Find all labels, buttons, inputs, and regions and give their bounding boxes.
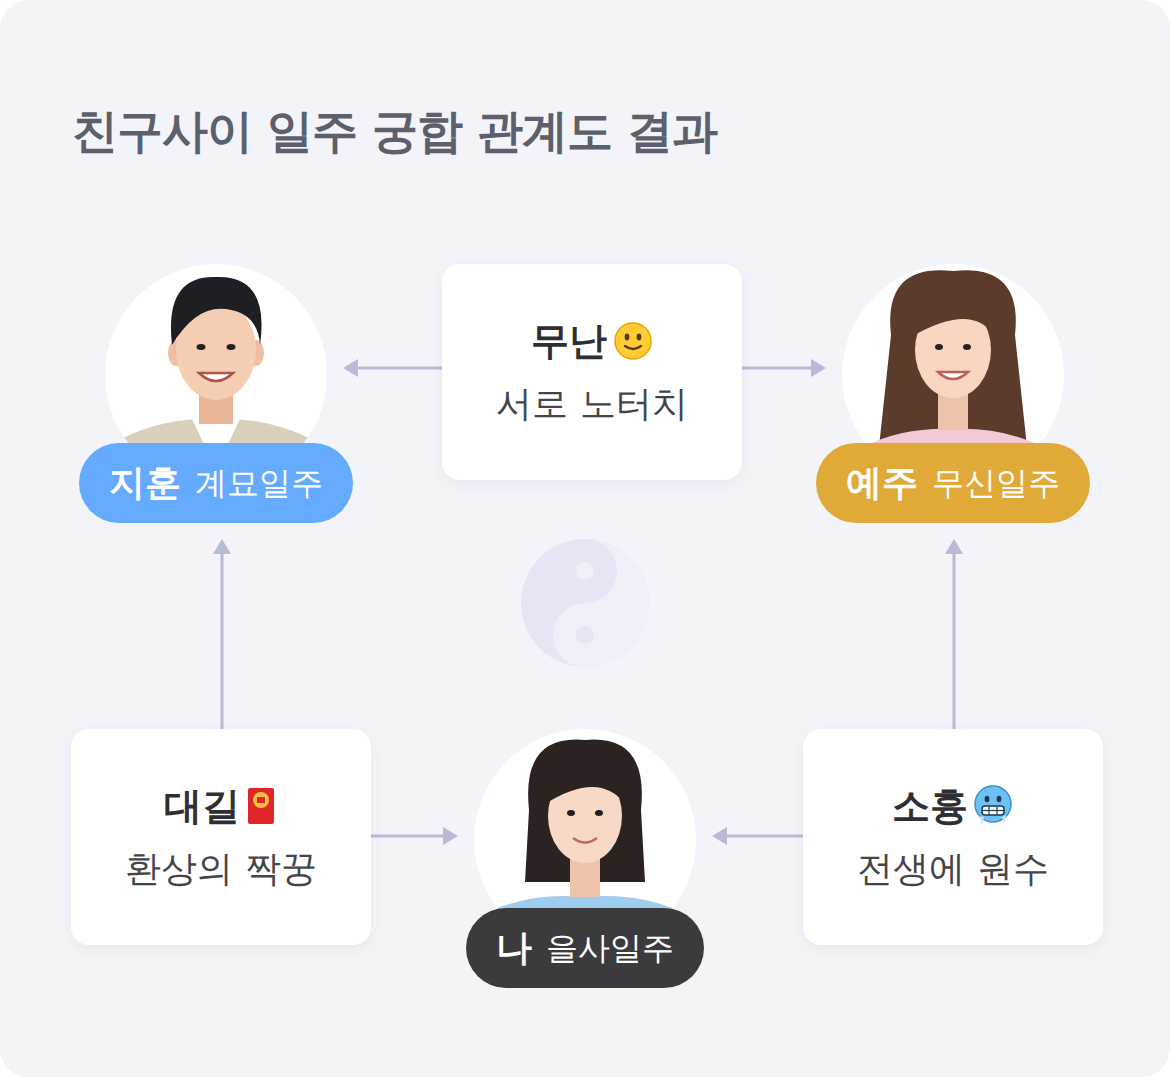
connector xyxy=(712,827,803,845)
name-pill: 지훈 계묘일주 xyxy=(79,443,353,523)
connector xyxy=(742,359,826,377)
relation-desc: 전생에 원수 xyxy=(857,847,1048,890)
name-pill: 예주 무신일주 xyxy=(816,443,1090,523)
connector-line xyxy=(355,367,442,370)
relation-box: 소흉 전생에 원수 xyxy=(803,729,1103,945)
relation-box: 무난 서로 노터치 xyxy=(442,264,742,480)
relation-title: 대길 xyxy=(164,784,240,830)
connector xyxy=(371,827,458,845)
person-node: 나 을사일주 xyxy=(466,730,704,988)
arrow-head xyxy=(712,827,727,845)
connector xyxy=(945,539,963,729)
person-node: 예주 무신일주 xyxy=(816,265,1090,523)
diagram-title: 친구사이 일주 궁합 관계도 결과 xyxy=(72,104,717,159)
relation-title: 무난 xyxy=(531,319,607,365)
connector-line xyxy=(221,551,224,729)
smile-emoji xyxy=(613,321,653,361)
relation-title-row: 소흉 xyxy=(892,784,1014,830)
relation-desc: 환상의 짝꿍 xyxy=(125,847,316,890)
saju-label: 계묘일주 xyxy=(195,464,323,502)
name-pill: 나 을사일주 xyxy=(466,908,704,988)
connector-line xyxy=(724,835,803,838)
relation-desc: 서로 노터치 xyxy=(496,382,687,425)
relation-box: 대길 환상의 짝꿍 xyxy=(71,729,371,945)
person-name: 예주 xyxy=(846,461,918,504)
connector-line xyxy=(742,367,814,370)
red-envelope-emoji xyxy=(244,785,278,827)
arrow-head xyxy=(213,539,231,554)
relation-title-row: 대길 xyxy=(164,784,278,830)
yin-yang-symbol xyxy=(521,539,649,667)
relation-title: 소흉 xyxy=(892,784,968,830)
arrow-head xyxy=(443,827,458,845)
cold-face-emoji xyxy=(972,784,1014,828)
saju-label: 무신일주 xyxy=(932,464,1060,502)
arrow-head xyxy=(945,539,963,554)
relation-title-row: 무난 xyxy=(531,319,653,365)
person-name: 지훈 xyxy=(109,461,181,504)
connector xyxy=(213,539,231,729)
arrow-head xyxy=(811,359,826,377)
person-node: 지훈 계묘일주 xyxy=(79,265,353,523)
connector-line xyxy=(953,551,956,729)
person-name: 나 xyxy=(496,926,532,969)
connector xyxy=(343,359,442,377)
saju-label: 을사일주 xyxy=(546,929,674,967)
connector-line xyxy=(371,835,446,838)
arrow-head xyxy=(343,359,358,377)
